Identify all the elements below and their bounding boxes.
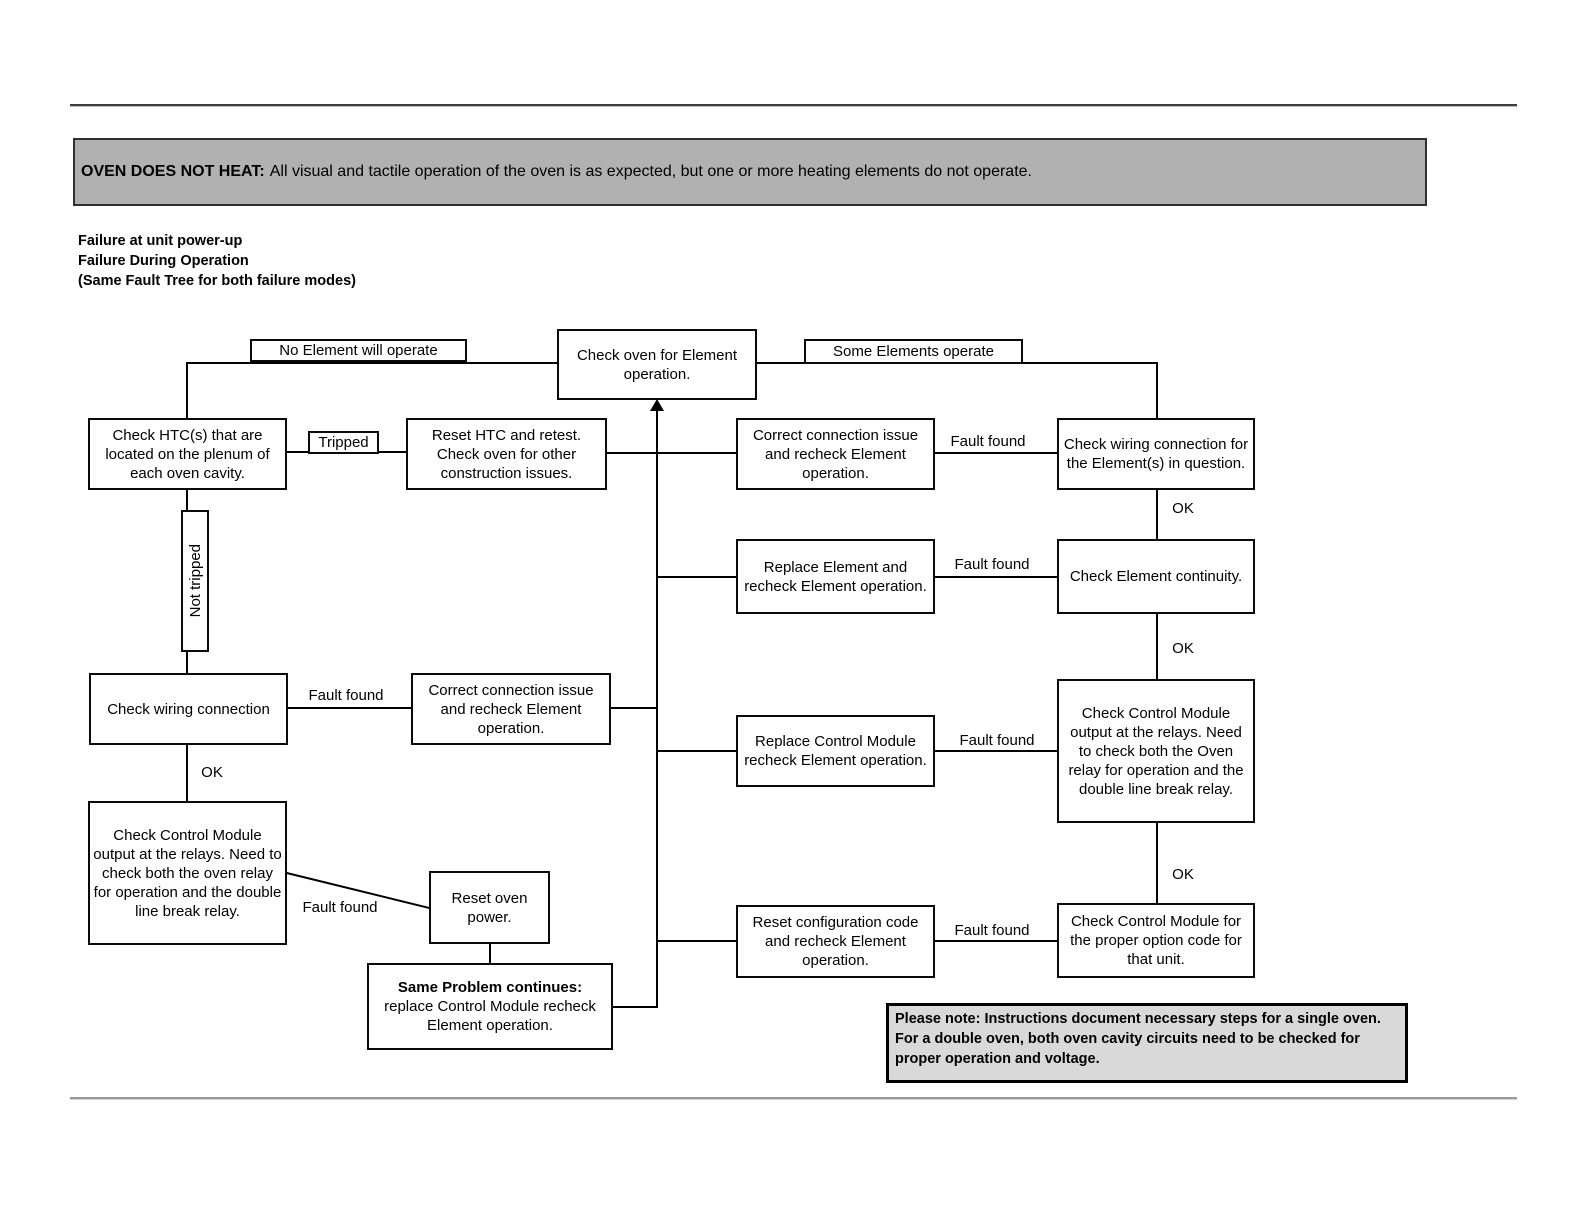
node-reset-oven-power: Reset oven power. bbox=[429, 871, 550, 944]
connector-line bbox=[935, 750, 1059, 752]
connector-line bbox=[489, 944, 491, 964]
connector-line bbox=[186, 362, 188, 420]
not-tripped-text: Not tripped bbox=[186, 544, 204, 618]
node-check-wiring-connection-elements: Check wiring connection for the Element(… bbox=[1057, 418, 1255, 490]
connector-line bbox=[186, 745, 188, 803]
connector-line bbox=[1156, 490, 1158, 541]
node-replace-control-module: Replace Control Module recheck Element o… bbox=[736, 715, 935, 787]
connector-line bbox=[658, 576, 738, 578]
failure-mode-headings: Failure at unit power-up Failure During … bbox=[78, 231, 356, 291]
title-banner: OVEN DOES NOT HEAT: All visual and tacti… bbox=[73, 138, 1427, 206]
fault-found-label: Fault found bbox=[954, 556, 1030, 573]
node-check-control-module-output-left: Check Control Module output at the relay… bbox=[88, 801, 287, 945]
fault-found-label: Fault found bbox=[954, 922, 1030, 939]
fault-found-label: Fault found bbox=[950, 433, 1026, 450]
ok-label: OK bbox=[1172, 500, 1194, 517]
label-tripped: Tripped bbox=[308, 431, 379, 454]
subhead-power-up: Failure at unit power-up bbox=[78, 233, 243, 249]
node-same-problem-continues: Same Problem continues: replace Control … bbox=[367, 963, 613, 1050]
node-check-element-continuity: Check Element continuity. bbox=[1057, 539, 1255, 614]
same-problem-rest-text: replace Control Module recheck Element o… bbox=[384, 998, 596, 1034]
label-not-tripped: Not tripped bbox=[181, 510, 209, 652]
node-replace-element: Replace Element and recheck Element oper… bbox=[736, 539, 935, 614]
node-check-oven-for-element-operation: Check oven for Element operation. bbox=[557, 329, 757, 400]
label-no-element-will-operate: No Element will operate bbox=[250, 339, 467, 362]
connector-line bbox=[1156, 614, 1158, 681]
fault-found-label: Fault found bbox=[302, 899, 378, 916]
connector-line bbox=[1156, 362, 1158, 420]
center-trunk-line bbox=[656, 410, 658, 1008]
subhead-same-fault-tree: (Same Fault Tree for both failure modes) bbox=[78, 273, 356, 289]
connector-line bbox=[612, 1006, 658, 1008]
ok-label: OK bbox=[201, 764, 223, 781]
top-rule bbox=[70, 104, 1517, 107]
banner-text: All visual and tactile operation of the … bbox=[269, 163, 1032, 180]
ok-label: OK bbox=[1172, 640, 1194, 657]
connector-line bbox=[187, 362, 559, 364]
connector-line bbox=[609, 707, 658, 709]
node-correct-connection-issue-right: Correct connection issue and recheck Ele… bbox=[736, 418, 935, 490]
node-correct-connection-issue-left: Correct connection issue and recheck Ele… bbox=[411, 673, 611, 745]
please-note-box: Please note: Instructions document neces… bbox=[886, 1003, 1408, 1083]
connector-line bbox=[605, 452, 738, 454]
same-problem-bold-text: Same Problem continues: bbox=[397, 979, 583, 996]
node-reset-htc-and-retest: Reset HTC and retest. Check oven for oth… bbox=[406, 418, 607, 490]
label-some-elements-operate: Some Elements operate bbox=[804, 339, 1023, 364]
connector-line bbox=[935, 940, 1059, 942]
ok-label: OK bbox=[1172, 866, 1194, 883]
fault-found-label: Fault found bbox=[959, 732, 1035, 749]
node-reset-configuration-code: Reset configuration code and recheck Ele… bbox=[736, 905, 935, 978]
node-check-control-module-output-right: Check Control Module output at the relay… bbox=[1057, 679, 1255, 823]
banner-label: OVEN DOES NOT HEAT: bbox=[81, 163, 265, 180]
connector-line bbox=[1156, 823, 1158, 905]
fault-found-label: Fault found bbox=[308, 687, 384, 704]
subhead-during-operation: Failure During Operation bbox=[78, 253, 249, 269]
connector-line bbox=[658, 750, 738, 752]
bottom-rule bbox=[70, 1097, 1517, 1100]
connector-line bbox=[287, 707, 413, 709]
node-check-htc: Check HTC(s) that are located on the ple… bbox=[88, 418, 287, 490]
connector-line bbox=[658, 940, 738, 942]
node-check-wiring-connection-left: Check wiring connection bbox=[89, 673, 288, 745]
arrowhead-up-icon bbox=[650, 399, 664, 411]
node-check-control-module-option-code: Check Control Module for the proper opti… bbox=[1057, 903, 1255, 978]
connector-line bbox=[935, 452, 1059, 454]
connector-line bbox=[935, 576, 1059, 578]
